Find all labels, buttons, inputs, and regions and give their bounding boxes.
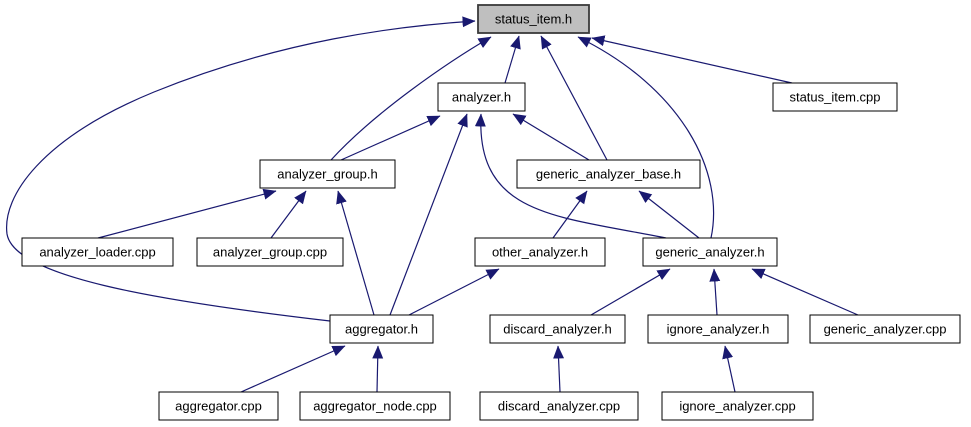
node-box-discard-analyzer-h[interactable] — [489, 314, 626, 344]
node-aggregator-h[interactable]: aggregator.h — [329, 314, 434, 344]
node-label-other-analyzer-h: other_analyzer.h — [492, 245, 588, 260]
edge-status-item-cpp-to-status-item-h — [591, 35, 793, 84]
edge-analyzer-group-h-to-status-item-h — [330, 36, 492, 161]
edge-aggregator-h-to-analyzer-group-h — [336, 190, 375, 316]
node-ignore-analyzer-h[interactable]: ignore_analyzer.h — [647, 314, 789, 344]
node-other-analyzer-h[interactable]: other_analyzer.h — [474, 237, 606, 267]
node-discard-analyzer-h[interactable]: discard_analyzer.h — [489, 314, 626, 344]
node-box-status-item-cpp[interactable] — [772, 82, 898, 112]
node-box-analyzer-loader-cpp[interactable] — [21, 237, 174, 267]
edge-analyzer-group-h-to-analyzer-h — [340, 115, 441, 161]
node-aggregator-node-cpp[interactable]: aggregator_node.cpp — [299, 391, 451, 421]
node-label-generic-analyzer-cpp: generic_analyzer.cpp — [824, 322, 947, 337]
node-label-status-item-cpp: status_item.cpp — [789, 90, 880, 105]
node-box-aggregator-cpp[interactable] — [158, 391, 279, 421]
edge-generic-analyzer-base-h-to-analyzer-h — [512, 113, 590, 161]
edge-aggregator-cpp-to-aggregator-h — [240, 345, 346, 393]
edge-discard-analyzer-h-to-generic-analyzer-h — [590, 268, 671, 316]
node-aggregator-cpp[interactable]: aggregator.cpp — [158, 391, 279, 421]
edge-generic-analyzer-cpp-to-generic-analyzer-h — [751, 268, 859, 316]
node-status-item-cpp[interactable]: status_item.cpp — [772, 82, 898, 112]
edge-generic-analyzer-base-h-to-status-item-h — [540, 35, 608, 161]
nodes-layer: status_item.h analyzer.h status_item.cppan… — [21, 4, 961, 421]
node-box-aggregator-node-cpp[interactable] — [299, 391, 451, 421]
edge-other-analyzer-h-to-generic-analyzer-base-h — [552, 190, 588, 239]
node-analyzer-group-cpp[interactable]: analyzer_group.cpp — [196, 237, 344, 267]
node-label-generic-analyzer-base-h: generic_analyzer_base.h — [536, 167, 681, 182]
node-label-aggregator-cpp: aggregator.cpp — [175, 399, 262, 414]
edges-layer — [5, 16, 859, 393]
node-label-aggregator-h: aggregator.h — [345, 322, 418, 337]
node-label-aggregator-node-cpp: aggregator_node.cpp — [313, 399, 437, 414]
edge-analyzer-h-to-status-item-h — [504, 35, 521, 84]
edge-aggregator-h-to-other-analyzer-h — [408, 268, 500, 316]
node-label-analyzer-h: analyzer.h — [452, 90, 511, 105]
node-box-analyzer-group-cpp[interactable] — [196, 237, 344, 267]
edge-aggregator-h-to-status-item-h — [5, 16, 476, 322]
node-label-generic-analyzer-h: generic_analyzer.h — [655, 245, 764, 260]
edge-aggregator-h-to-analyzer-h — [389, 113, 468, 316]
node-label-analyzer-group-cpp: analyzer_group.cpp — [213, 245, 327, 260]
node-box-other-analyzer-h[interactable] — [474, 237, 606, 267]
node-box-ignore-analyzer-cpp[interactable] — [661, 391, 814, 421]
node-box-analyzer-h[interactable] — [437, 82, 526, 112]
node-label-analyzer-group-h: analyzer_group.h — [277, 167, 377, 182]
node-analyzer-loader-cpp[interactable]: analyzer_loader.cpp — [21, 237, 174, 267]
node-box-discard-analyzer-cpp[interactable] — [479, 391, 639, 421]
node-generic-analyzer-base-h[interactable]: generic_analyzer_base.h — [516, 159, 701, 189]
node-box-generic-analyzer-h[interactable] — [642, 237, 778, 267]
edge-ignore-analyzer-cpp-to-ignore-analyzer-h — [722, 345, 736, 393]
node-generic-analyzer-h[interactable]: generic_analyzer.h — [642, 237, 778, 267]
edge-analyzer-loader-cpp-to-analyzer-group-h — [97, 188, 277, 239]
node-box-generic-analyzer-cpp[interactable] — [809, 314, 961, 344]
edge-aggregator-node-cpp-to-aggregator-h — [372, 345, 384, 393]
node-box-generic-analyzer-base-h[interactable] — [516, 159, 701, 189]
node-label-discard-analyzer-h: discard_analyzer.h — [503, 322, 611, 337]
node-generic-analyzer-cpp[interactable]: generic_analyzer.cpp — [809, 314, 961, 344]
node-box-aggregator-h[interactable] — [329, 314, 434, 344]
node-label-ignore-analyzer-h: ignore_analyzer.h — [667, 322, 770, 337]
edge-generic-analyzer-h-to-analyzer-h — [474, 113, 667, 239]
edge-ignore-analyzer-h-to-generic-analyzer-h — [709, 268, 721, 316]
node-label-discard-analyzer-cpp: discard_analyzer.cpp — [498, 399, 620, 414]
node-ignore-analyzer-cpp[interactable]: ignore_analyzer.cpp — [661, 391, 814, 421]
node-analyzer-h[interactable]: analyzer.h — [437, 82, 526, 112]
node-box-ignore-analyzer-h[interactable] — [647, 314, 789, 344]
node-label-analyzer-loader-cpp: analyzer_loader.cpp — [39, 245, 155, 260]
node-box-analyzer-group-h[interactable] — [259, 159, 396, 189]
node-label-ignore-analyzer-cpp: ignore_analyzer.cpp — [679, 399, 795, 414]
edge-generic-analyzer-h-to-status-item-h — [577, 36, 715, 239]
edge-discard-analyzer-cpp-to-discard-analyzer-h — [553, 345, 565, 393]
node-analyzer-group-h[interactable]: analyzer_group.h — [259, 159, 396, 189]
node-status-item-h: status_item.h — [477, 4, 590, 34]
node-discard-analyzer-cpp[interactable]: discard_analyzer.cpp — [479, 391, 639, 421]
node-box-status-item-h — [477, 4, 590, 34]
edge-generic-analyzer-h-to-generic-analyzer-base-h — [638, 190, 700, 239]
edge-analyzer-group-cpp-to-analyzer-group-h — [270, 190, 307, 239]
node-label-status-item-h: status_item.h — [495, 12, 572, 27]
